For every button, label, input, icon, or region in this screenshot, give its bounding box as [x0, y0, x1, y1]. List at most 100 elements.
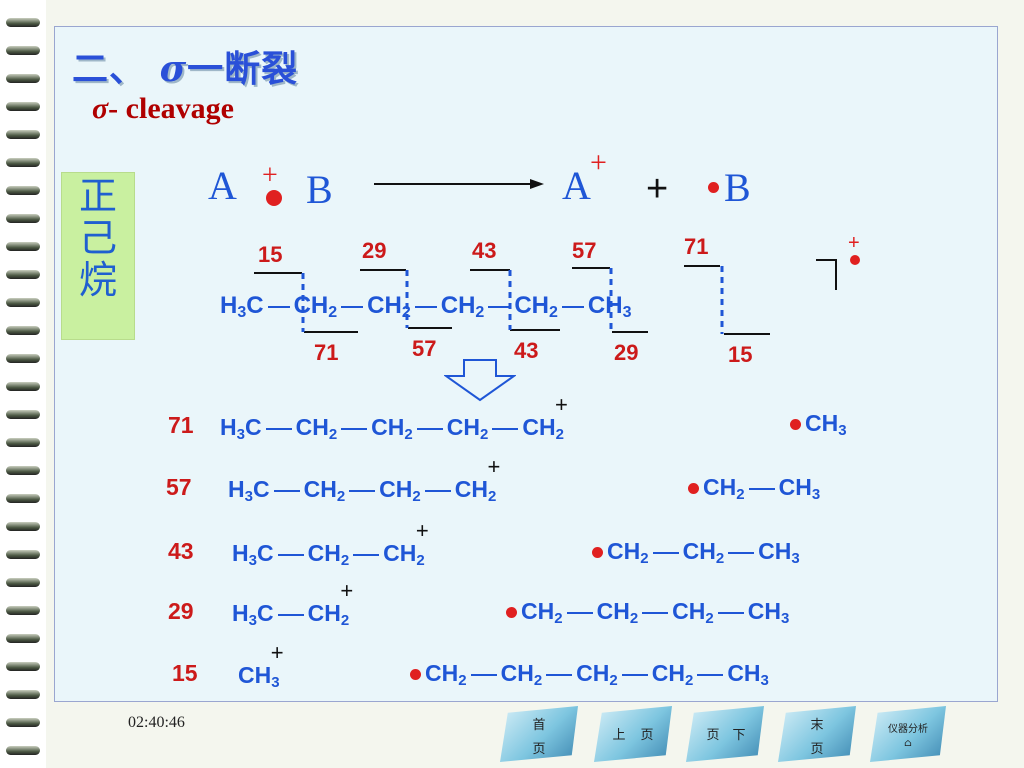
nav-last-page-button[interactable]: 末 页 — [778, 706, 856, 762]
nav-prev-page-button[interactable]: 上 页 — [594, 706, 672, 762]
nav-label: 页 — [706, 728, 720, 743]
fragment-group: H3C — [220, 414, 262, 443]
bond-line — [470, 673, 497, 676]
chain-group: CH3 — [587, 292, 632, 321]
cleavage-mass-bottom-4: 29 — [614, 340, 639, 365]
cation-charge: + — [270, 640, 284, 665]
bond-line — [277, 613, 304, 616]
bond-line — [652, 551, 679, 554]
binding-ring — [6, 186, 40, 195]
binding-ring — [6, 410, 40, 419]
radical-dot-icon — [410, 669, 421, 681]
fragment-group: H3C — [232, 540, 274, 569]
fragment-group: CH2+ — [522, 392, 568, 443]
cleavage-mass-top-1: 15 — [258, 242, 283, 267]
fragment-group: CH3 — [805, 410, 847, 439]
bond-line — [621, 673, 648, 676]
cation-charge: + — [340, 578, 354, 603]
title-prefix: 二、 — [72, 49, 147, 90]
title-sigma: σ — [159, 48, 188, 90]
binding-ring — [6, 270, 40, 279]
equation-left-b: B — [306, 167, 333, 212]
cation-charge: + — [415, 518, 429, 543]
binding-ring — [6, 578, 40, 587]
binding-ring — [6, 18, 40, 27]
nav-label: 页 — [532, 742, 546, 757]
cleavage-mass-top-3: 43 — [472, 238, 497, 263]
binding-ring — [6, 382, 40, 391]
bond-line — [566, 611, 593, 614]
fragment-group: CH2 — [295, 414, 338, 443]
fragment-group: H3C — [228, 476, 270, 505]
nav-home-button[interactable]: 仪器分析 ⌂ — [870, 706, 946, 762]
bond-line — [341, 305, 364, 308]
chain-group: CH2 — [440, 292, 485, 321]
spiral-binding — [0, 0, 46, 768]
slide-subtitle: σ- cleavage — [92, 92, 234, 126]
radical-dot-icon — [708, 182, 719, 193]
fragment-group: CH2 — [682, 538, 725, 567]
binding-ring — [6, 326, 40, 335]
nav-label: 末 — [810, 718, 824, 733]
cleavage-mass-top-5: 71 — [684, 234, 709, 259]
fragment-group: CH2 — [651, 660, 694, 689]
binding-ring — [6, 466, 40, 475]
fragment-group: CH2 — [607, 538, 649, 567]
bond-line — [697, 673, 724, 676]
fragment-mass: 71 — [168, 412, 194, 438]
subtitle-sigma: σ — [92, 92, 109, 125]
cleavage-mass-bottom-1: 71 — [314, 340, 339, 365]
fragment-group: H3C — [232, 600, 274, 629]
bond-line — [265, 427, 292, 430]
fragment-group: CH2+ — [383, 518, 429, 569]
bond-line — [492, 427, 519, 430]
cleavage-mass-top-4: 57 — [572, 238, 597, 263]
binding-ring — [6, 158, 40, 167]
binding-ring — [6, 494, 40, 503]
nav-label: 下 — [732, 728, 746, 743]
fragment-group: CH2 — [521, 598, 563, 627]
cleavage-diagram — [254, 255, 860, 335]
slide-navigation: 首 页 上 页 页 下 末 页 仪器分析 ⌂ — [490, 704, 960, 764]
chain-group: CH2 — [514, 292, 558, 321]
cleavage-mass-bottom-3: 43 — [514, 338, 539, 363]
fragment-group: CH2 — [371, 414, 413, 443]
fragment-group: CH2 — [672, 598, 714, 627]
cation-charge: + — [487, 454, 501, 479]
cleavage-mass-top-2: 29 — [362, 238, 387, 263]
cleavage-mass-bottom-2: 57 — [412, 336, 437, 361]
binding-ring — [6, 634, 40, 643]
fragment-group: CH3+ — [238, 640, 284, 691]
bond-line — [717, 611, 744, 614]
binding-ring — [6, 130, 40, 139]
bond-line — [353, 553, 380, 556]
equation-left-a: A — [208, 163, 237, 208]
bond-line — [414, 305, 437, 308]
home-icon: ⌂ — [904, 738, 912, 749]
fragment-mass: 43 — [168, 538, 194, 564]
fragment-mass: 15 — [172, 660, 198, 686]
chain-group: H3C — [220, 292, 264, 321]
radical-dot-icon — [266, 190, 282, 206]
reaction-arrow-icon — [374, 179, 544, 189]
binding-ring — [6, 690, 40, 699]
equation-left-charge: + — [262, 160, 278, 191]
fragment-group: CH3 — [727, 660, 769, 689]
fragment-group: CH2 — [703, 474, 745, 503]
fragment-group: CH3 — [778, 474, 821, 503]
equation-right-a: A — [562, 163, 591, 208]
fragment-mass: 57 — [166, 474, 192, 500]
binding-ring — [6, 662, 40, 671]
cation-charge: + — [555, 392, 568, 417]
binding-ring — [6, 298, 40, 307]
binding-ring — [6, 242, 40, 251]
bond-line — [642, 611, 669, 614]
nav-next-page-button[interactable]: 页 下 — [686, 706, 764, 762]
nav-first-page-button[interactable]: 首 页 — [500, 706, 578, 762]
slide-clock: 02:40:46 — [128, 714, 185, 731]
hollow-down-arrow-icon — [444, 359, 516, 402]
equation-right-charge: + — [590, 146, 607, 179]
bond-line — [267, 305, 290, 308]
